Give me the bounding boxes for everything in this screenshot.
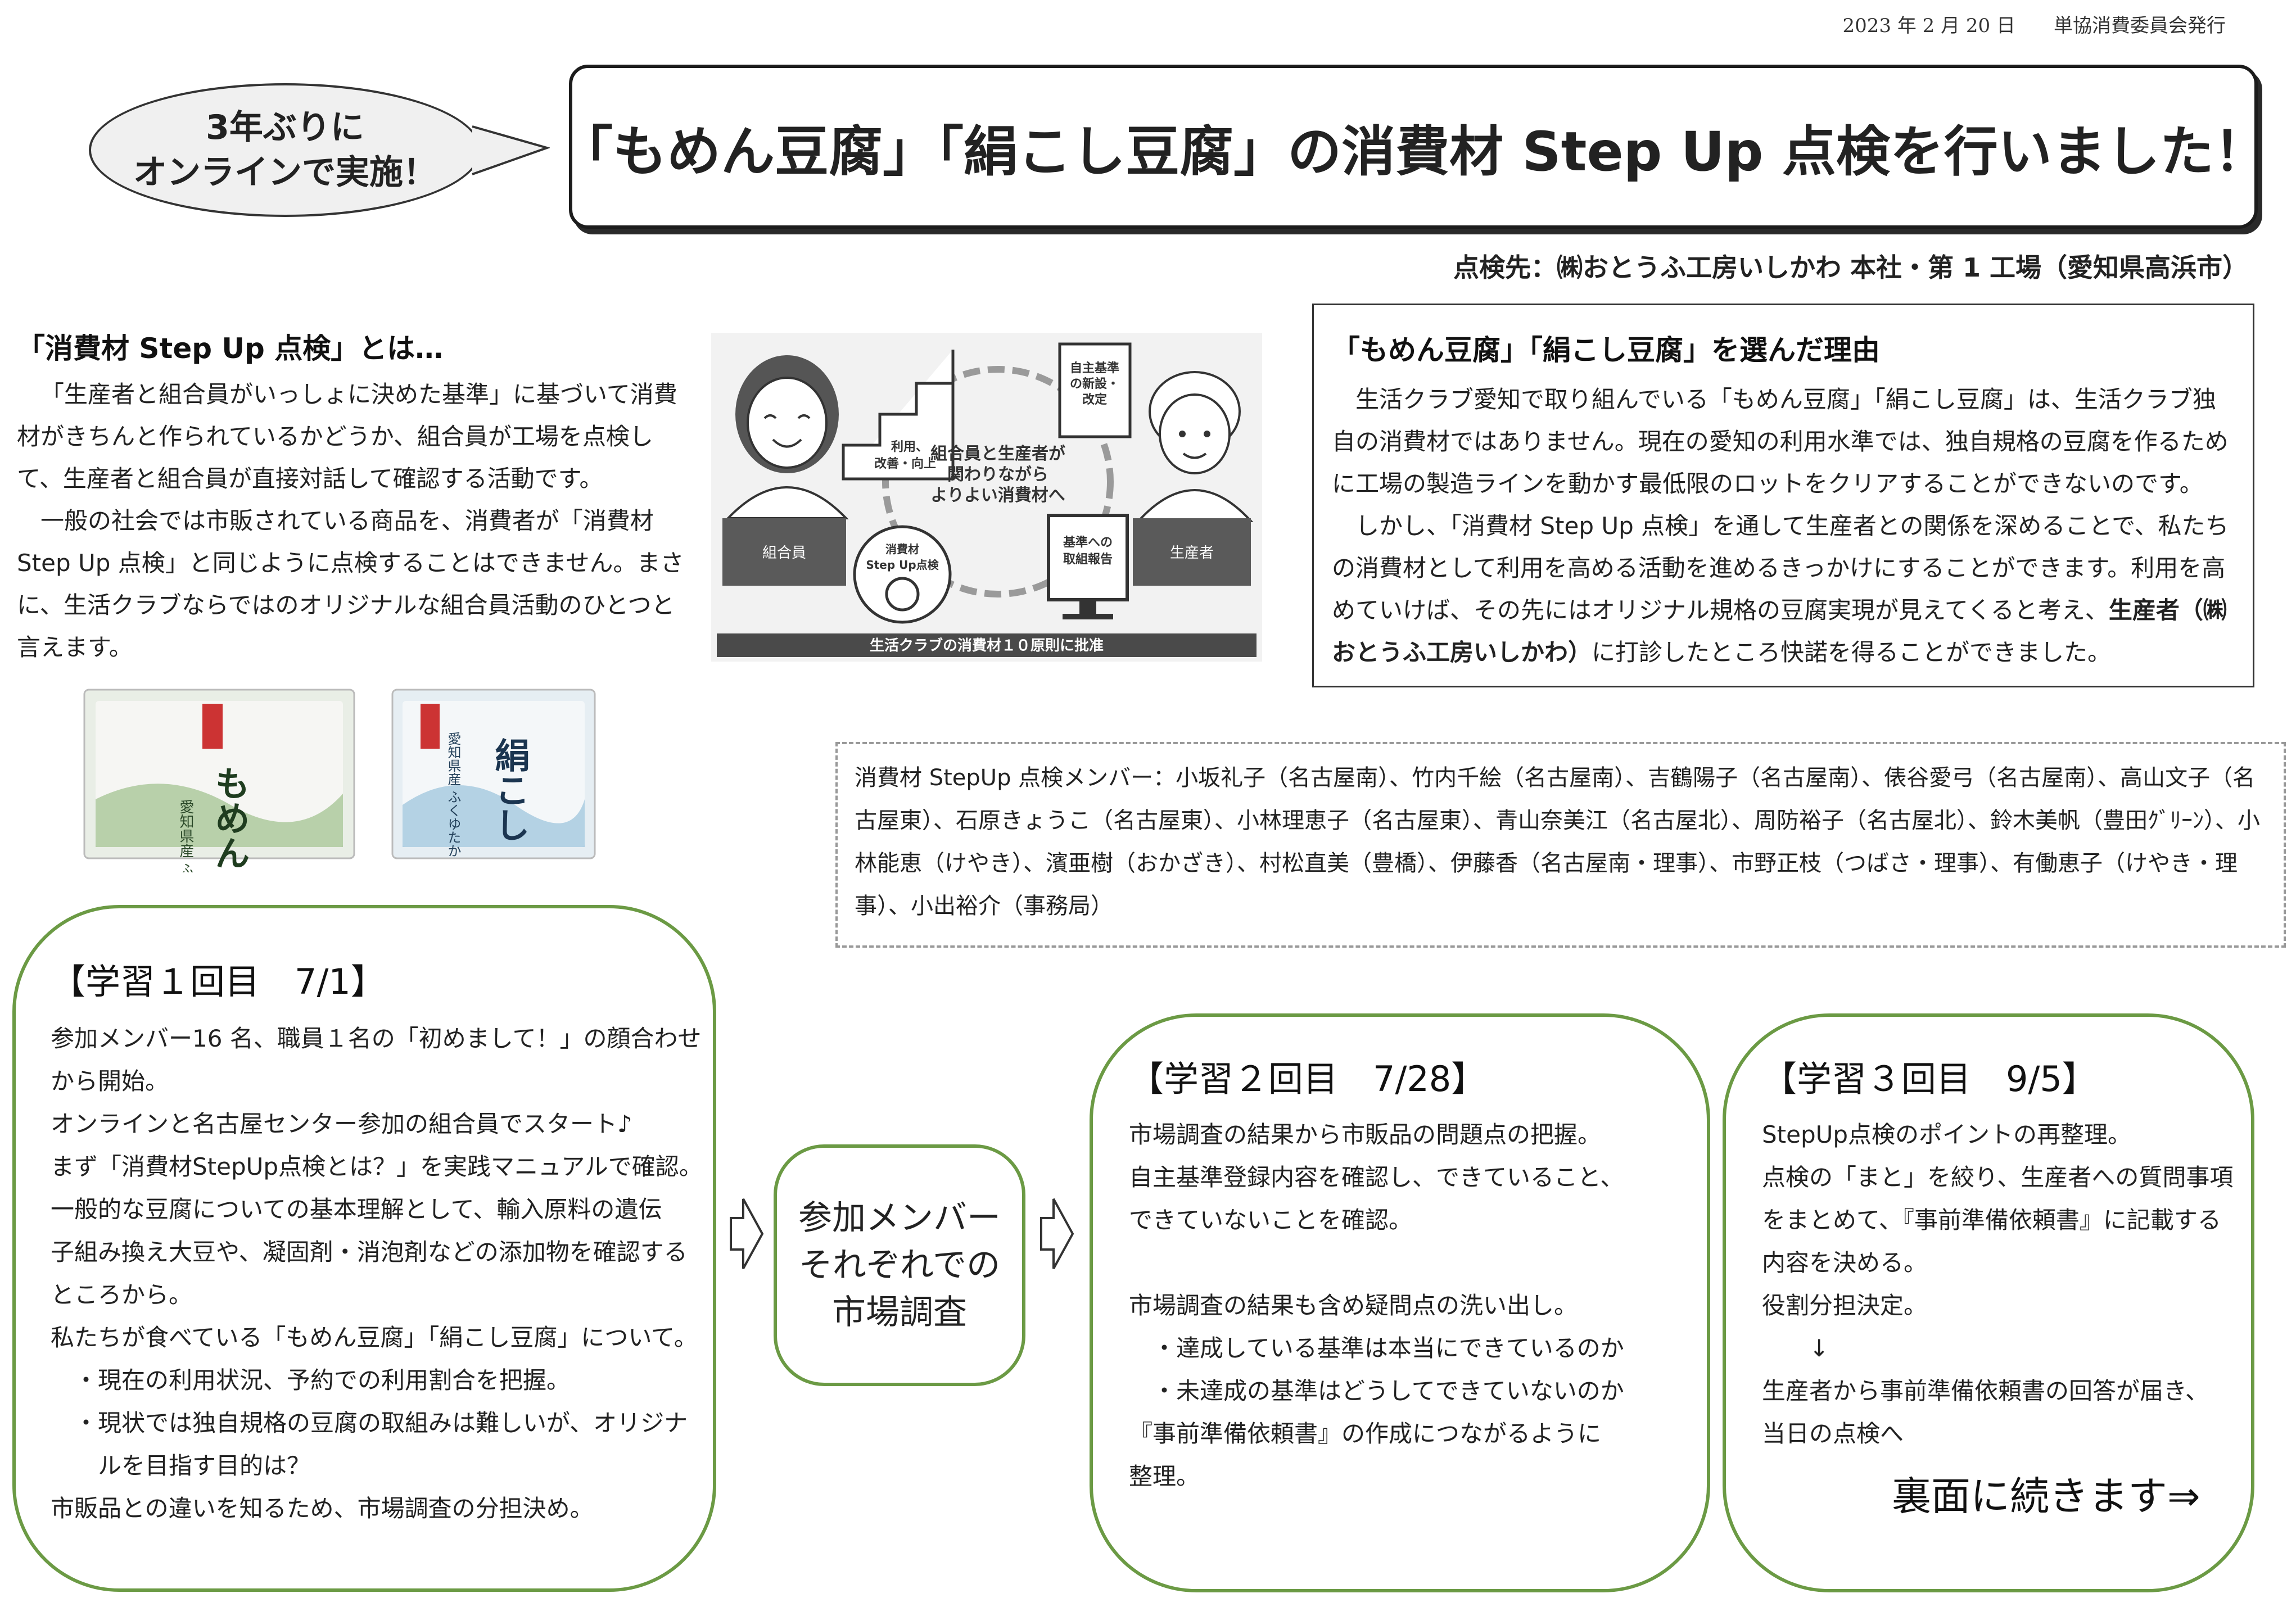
session-3-line: 内容を決める。 bbox=[1762, 1249, 1928, 1276]
arrow-right-icon bbox=[730, 1198, 764, 1269]
title-part-1: 「もめん豆腐」「絹こし豆腐」の bbox=[559, 120, 1342, 183]
bubble-line-1: 3年ぶりに bbox=[206, 108, 364, 147]
intro-paragraph-2: 一般の社会では市販されている商品を、消費者が「消費材 Step Up 点検」と同… bbox=[17, 507, 684, 661]
reason-title: 「もめん豆腐」「絹こし豆腐」を選んだ理由 bbox=[1332, 334, 1880, 366]
bubble-tail-icon bbox=[471, 125, 550, 175]
momen-name: もめん bbox=[209, 766, 250, 870]
title-part-2: 消費材 Step Up 点検を行いました！ bbox=[1341, 120, 2268, 183]
study-session-1: 【学習１回目 7/1】 参加メンバー16 名、職員１名の「初めまして！」の顔合わ… bbox=[12, 905, 716, 1592]
session-1-line: 子組み換え大豆や、凝固剤・消泡剤などの添加物を確認する bbox=[51, 1238, 688, 1266]
session-1-line: ところから。 bbox=[51, 1281, 193, 1309]
member-list: 消費材 StepUp 点検メンバー：小坂礼子（名古屋南）、竹内千絵（名古屋南）、… bbox=[835, 742, 2286, 948]
middle-line-3: 市場調査 bbox=[832, 1293, 967, 1332]
session-2-line: 市場調査の結果から市販品の問題点の把握。 bbox=[1129, 1121, 1602, 1148]
session-2-body: 市場調査の結果から市販品の問題点の把握。 自主基準登録内容を確認し、できているこ… bbox=[1129, 1113, 1684, 1498]
bubble-line-2: オンラインで実施！ bbox=[133, 153, 437, 192]
session-2-heading: 【学習２回目 7/28】 bbox=[1129, 1058, 1486, 1099]
doc-line-1: 自主基準 bbox=[1070, 361, 1119, 375]
session-2-line: できていないことを確認。 bbox=[1129, 1206, 1413, 1234]
reason-section: 「もめん豆腐」「絹こし豆腐」を選んだ理由 生活クラブ愛知で取り組んでいる「もめん… bbox=[1312, 304, 2254, 687]
center-line-2: 関わりながら bbox=[947, 465, 1048, 485]
intro-paragraph-1: 「生産者と組合員がいっしょに決めた基準」に基づいて消費材がきちんと作られているか… bbox=[17, 381, 677, 492]
monitor-line-2: 取組報告 bbox=[1063, 552, 1113, 567]
session-1-line: から開始。 bbox=[51, 1067, 169, 1095]
intro-section: 「消費材 Step Up 点検」とは… 「生産者と組合員がいっしょに決めた基準」… bbox=[17, 326, 686, 668]
continued-on-back: 裏面に続きます⇒ bbox=[1892, 1473, 2200, 1519]
study-session-3: 【学習３回目 9/5】 StepUp点検のポイントの再整理。 点検の「まと」を絞… bbox=[1723, 1013, 2254, 1592]
stepup-cycle-diagram: 組合員 生産者 利用、 改善・向上 自主基準 の新設・ 改定 基準への 取組報告… bbox=[711, 333, 1262, 662]
kinu-tofu-package-image: 愛知県産 ふくゆたか 絹こし bbox=[391, 689, 596, 859]
session-1-line: 市販品との違いを知るため、市場調査の分担決め。 bbox=[51, 1495, 594, 1522]
member-figure-icon bbox=[722, 355, 849, 586]
session-3-body: StepUp点検のポイントの再整理。 点検の「まと」を絞り、生産者への質問事項 … bbox=[1762, 1113, 2234, 1455]
study-session-2: 【学習２回目 7/28】 市場調査の結果から市販品の問題点の把握。 自主基準登録… bbox=[1090, 1013, 1710, 1592]
diagram-member-label: 組合員 bbox=[762, 545, 806, 562]
session-3-line: 点検の「まと」を絞り、生産者への質問事項 bbox=[1762, 1164, 2234, 1191]
session-3-line: をまとめて、『事前準備依頼書』に記載する bbox=[1762, 1206, 2221, 1234]
reason-paragraph-1: 生活クラブ愛知で取り組んでいる「もめん豆腐」「絹こし豆腐」は、生活クラブ独自の消… bbox=[1332, 386, 2229, 497]
reason-paragraph-2-text: しかし、「消費材 Step Up 点検」を通して生産者との関係を深めることで、私… bbox=[1332, 512, 2229, 624]
session-2-line: 自主基準登録内容を確認し、できていること、 bbox=[1129, 1164, 1624, 1191]
stairs-label-2: 改善・向上 bbox=[874, 456, 936, 471]
session-1-line: 一般的な豆腐についての基本理解として、輸入原料の遺伝 bbox=[51, 1196, 662, 1223]
kinu-brand: 愛知県産 ふくゆたか bbox=[445, 732, 461, 858]
session-2-line: 市場調査の結果も含め疑問点の洗い出し。 bbox=[1129, 1292, 1578, 1319]
monitor-icon bbox=[1047, 514, 1129, 601]
momen-brand: 愛知県産 ふくゆたか bbox=[177, 799, 194, 872]
arrow-right-icon bbox=[1040, 1198, 1074, 1269]
session-1-line: 私たちが食べている「もめん豆腐」「絹こし豆腐」について。 bbox=[51, 1324, 698, 1351]
session-1-line: オンラインと名古屋センター参加の組合員でスタート♪ bbox=[51, 1110, 632, 1138]
reason-paragraph-2: しかし、「消費材 Step Up 点検」を通して生産者との関係を深めることで、私… bbox=[1332, 505, 2235, 673]
session-2-line: 整理。 bbox=[1129, 1463, 1200, 1490]
stairs-icon bbox=[842, 350, 955, 481]
reason-producer-name: 生産者（㈱おとうふ工房いしかわ） bbox=[1332, 596, 2227, 666]
diagram-producer-label: 生産者 bbox=[1170, 545, 1214, 562]
session-3-heading: 【学習３回目 9/5】 bbox=[1762, 1058, 2097, 1099]
stairs-label-1: 利用、 bbox=[891, 440, 928, 454]
session-3-line: ↓ bbox=[1762, 1334, 1829, 1362]
producer-figure-icon bbox=[1133, 371, 1254, 586]
session-1-heading: 【学習１回目 7/1】 bbox=[51, 961, 386, 1002]
middle-line-2: それぞれでの bbox=[798, 1246, 1001, 1285]
intro-title: 「消費材 Step Up 点検」とは… bbox=[17, 332, 444, 365]
center-line-1: 組合員と生産者が bbox=[930, 444, 1065, 464]
reason-paragraph-2-end: に打診したところ快諾を得ることができました。 bbox=[1592, 639, 2112, 666]
logo-line-2: Step Up点検 bbox=[866, 558, 939, 572]
session-3-line: 当日の点検へ bbox=[1762, 1420, 1904, 1447]
session-1-line: ・現状では独自規格の豆腐の取組みは難しいが、オリジナ bbox=[51, 1409, 688, 1437]
session-3-line: 生産者から事前準備依頼書の回答が届き、 bbox=[1762, 1377, 2209, 1405]
document-icon bbox=[1058, 342, 1132, 438]
issue-date: 2023 年 2 月 20 日 単協消費委員会発行 bbox=[1842, 15, 2226, 37]
market-research-box: 参加メンバー それぞれでの 市場調査 bbox=[774, 1144, 1025, 1386]
middle-line-1: 参加メンバー bbox=[798, 1198, 1001, 1238]
session-2-line bbox=[1129, 1242, 1684, 1284]
speech-bubble: 3年ぶりに オンラインで実施！ bbox=[89, 83, 481, 217]
session-1-line: ・現在の利用状況、予約での利用割合を把握。 bbox=[51, 1366, 571, 1394]
momen-tofu-package-image: 愛知県産 ふくゆたか もめん bbox=[83, 689, 355, 872]
logo-line-1: 消費材 bbox=[885, 542, 919, 556]
center-line-3: よりよい消費材へ bbox=[930, 486, 1065, 505]
doc-line-2: の新設・ bbox=[1070, 377, 1119, 391]
session-1-line: まず「消費材StepUp点検とは？」を実践マニュアルで確認。 bbox=[51, 1153, 703, 1180]
kinu-name: 絹こし bbox=[489, 737, 530, 842]
inspection-site: 点検先：㈱おとうふ工房いしかわ 本社・第 1 工場（愛知県高浜市） bbox=[1453, 252, 2248, 283]
monitor-line-1: 基準への bbox=[1063, 535, 1113, 550]
session-3-line: 役割分担決定。 bbox=[1762, 1292, 1928, 1319]
session-3-line: StepUp点検のポイントの再整理。 bbox=[1762, 1121, 2132, 1148]
session-1-line: 参加メンバー16 名、職員１名の「初めまして！」の顔合わせ bbox=[51, 1025, 702, 1052]
page-title: 「もめん豆腐」「絹こし豆腐」の 消費材 Step Up 点検を行いました！ bbox=[559, 65, 2268, 229]
stepup-logo-icon bbox=[853, 525, 952, 624]
diagram-banner: 生活クラブの消費材１０原則に批准 bbox=[870, 637, 1104, 654]
session-2-line: ・達成している基準は本当にできているのか bbox=[1129, 1334, 1624, 1362]
session-1-line: ルを目指す目的は？ bbox=[51, 1452, 311, 1479]
session-2-line: ・未達成の基準はどうしてできていないのか bbox=[1129, 1377, 1624, 1405]
session-1-body: 参加メンバー16 名、職員１名の「初めまして！」の顔合わせ から開始。 オンライ… bbox=[51, 1017, 703, 1530]
doc-line-3: 改定 bbox=[1082, 392, 1107, 407]
session-2-line: 『事前準備依頼書』の作成につながるように bbox=[1129, 1420, 1602, 1447]
